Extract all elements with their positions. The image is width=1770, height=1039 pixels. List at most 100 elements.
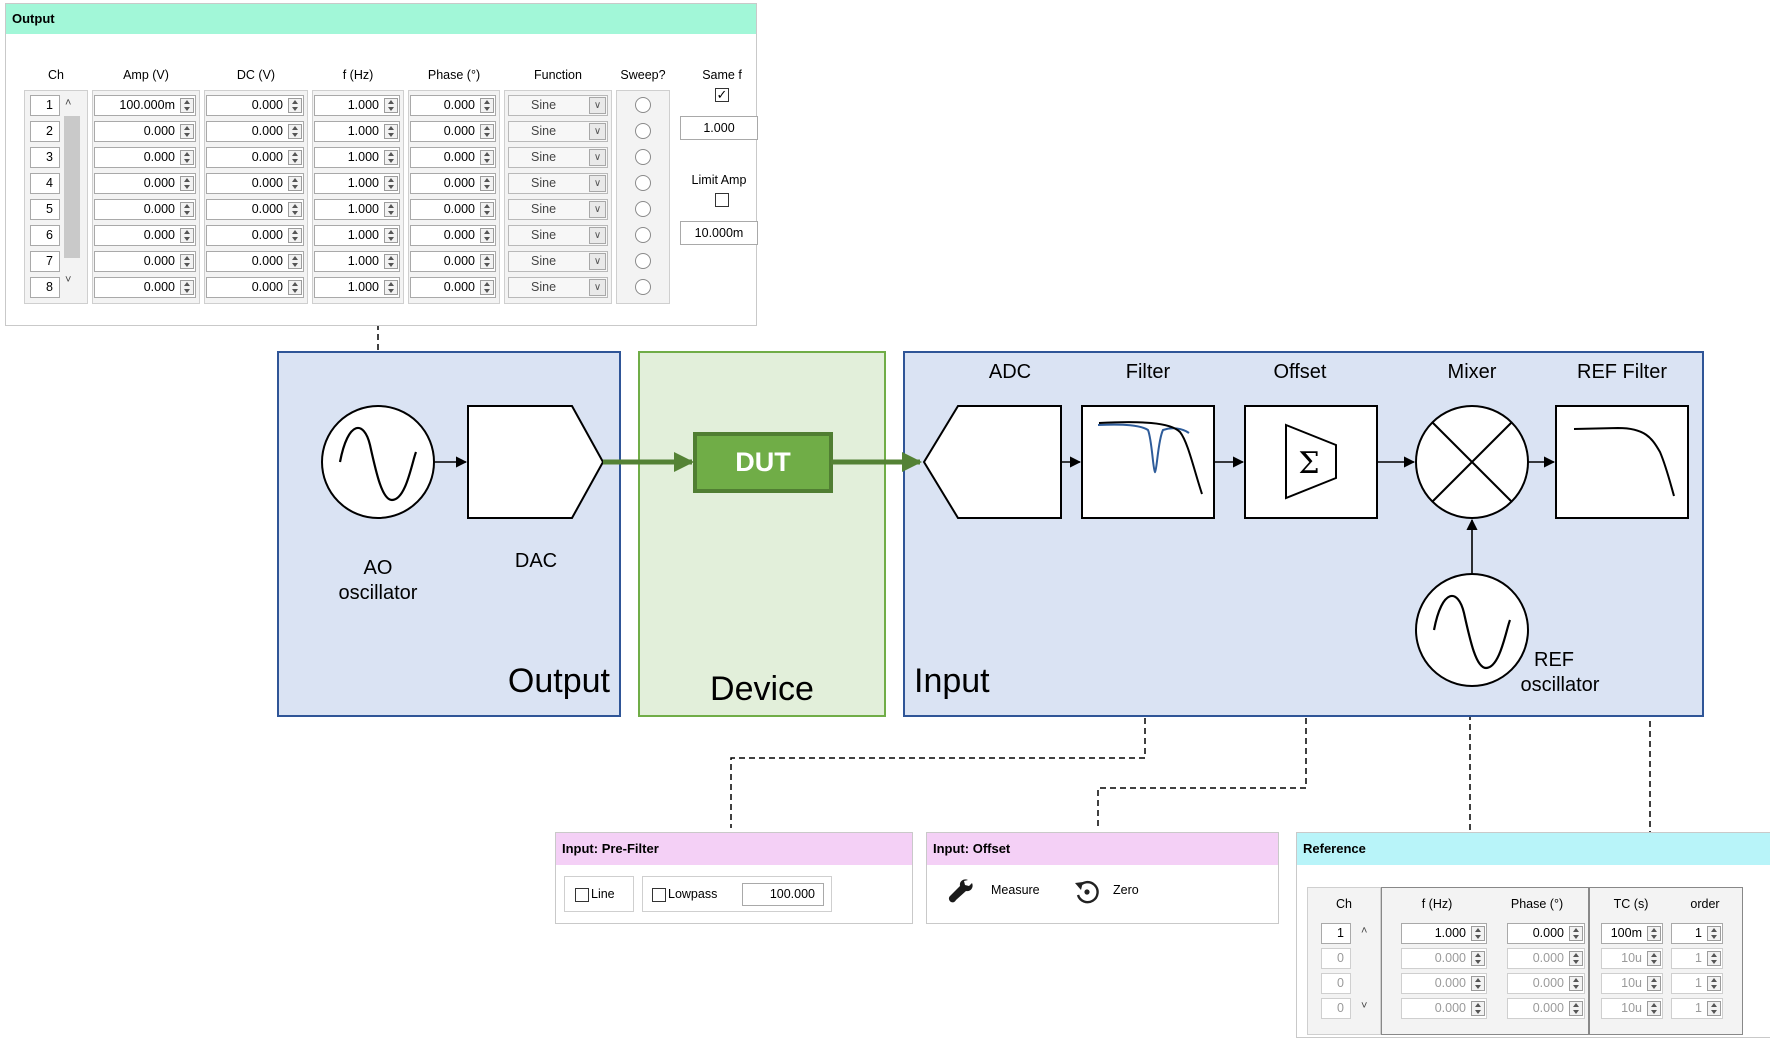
- sweep-radio[interactable]: [635, 123, 651, 139]
- line-checkbox[interactable]: [575, 888, 589, 902]
- spinner-icon[interactable]: [384, 254, 398, 269]
- spinner-icon[interactable]: [1707, 976, 1721, 991]
- function-select[interactable]: Sine∨: [508, 251, 608, 272]
- channel-field[interactable]: 3: [30, 147, 60, 168]
- function-select[interactable]: Sine∨: [508, 147, 608, 168]
- ref-f-field[interactable]: 0.000: [1401, 948, 1487, 969]
- ref-scroll-down-icon[interactable]: ˅: [1361, 1000, 1368, 1012]
- f-field[interactable]: 1.000: [314, 225, 400, 246]
- spinner-icon[interactable]: [1471, 926, 1485, 941]
- channel-field[interactable]: 5: [30, 199, 60, 220]
- spinner-icon[interactable]: [1647, 976, 1661, 991]
- spinner-icon[interactable]: [288, 202, 302, 217]
- spinner-icon[interactable]: [1647, 1001, 1661, 1016]
- sweep-radio[interactable]: [635, 227, 651, 243]
- amp-field[interactable]: 100.000m: [94, 95, 196, 116]
- spinner-icon[interactable]: [384, 98, 398, 113]
- amp-field[interactable]: 0.000: [94, 251, 196, 272]
- spinner-icon[interactable]: [480, 228, 494, 243]
- phase-field[interactable]: 0.000: [410, 121, 496, 142]
- spinner-icon[interactable]: [480, 202, 494, 217]
- f-field[interactable]: 1.000: [314, 147, 400, 168]
- scroll-up-icon[interactable]: ˄: [65, 97, 72, 109]
- ref-order-field[interactable]: 1: [1671, 973, 1723, 994]
- function-select[interactable]: Sine∨: [508, 121, 608, 142]
- spinner-icon[interactable]: [180, 176, 194, 191]
- chevron-down-icon[interactable]: ∨: [589, 149, 606, 166]
- ref-tc-field[interactable]: 10u: [1601, 998, 1663, 1019]
- function-select[interactable]: Sine∨: [508, 199, 608, 220]
- spinner-icon[interactable]: [288, 254, 302, 269]
- ref-tc-field[interactable]: 10u: [1601, 973, 1663, 994]
- amp-field[interactable]: 0.000: [94, 121, 196, 142]
- spinner-icon[interactable]: [1471, 976, 1485, 991]
- function-select[interactable]: Sine∨: [508, 173, 608, 194]
- spinner-icon[interactable]: [384, 228, 398, 243]
- spinner-icon[interactable]: [384, 150, 398, 165]
- amp-field[interactable]: 0.000: [94, 147, 196, 168]
- spinner-icon[interactable]: [1569, 926, 1583, 941]
- phase-field[interactable]: 0.000: [410, 277, 496, 298]
- spinner-icon[interactable]: [1569, 951, 1583, 966]
- amp-field[interactable]: 0.000: [94, 277, 196, 298]
- amp-field[interactable]: 0.000: [94, 199, 196, 220]
- channel-field[interactable]: 8: [30, 277, 60, 298]
- f-field[interactable]: 1.000: [314, 277, 400, 298]
- spinner-icon[interactable]: [1471, 1001, 1485, 1016]
- spinner-icon[interactable]: [1569, 976, 1583, 991]
- channel-field[interactable]: 4: [30, 173, 60, 194]
- spinner-icon[interactable]: [180, 124, 194, 139]
- chevron-down-icon[interactable]: ∨: [589, 253, 606, 270]
- dc-field[interactable]: 0.000: [206, 147, 304, 168]
- channel-field[interactable]: 2: [30, 121, 60, 142]
- phase-field[interactable]: 0.000: [410, 173, 496, 194]
- ref-phase-field[interactable]: 0.000: [1507, 948, 1585, 969]
- sweep-radio[interactable]: [635, 201, 651, 217]
- ref-f-field[interactable]: 0.000: [1401, 973, 1487, 994]
- ref-order-field[interactable]: 1: [1671, 923, 1723, 944]
- spinner-icon[interactable]: [384, 280, 398, 295]
- phase-field[interactable]: 0.000: [410, 147, 496, 168]
- phase-field[interactable]: 0.000: [410, 199, 496, 220]
- dc-field[interactable]: 0.000: [206, 251, 304, 272]
- sweep-radio[interactable]: [635, 253, 651, 269]
- ref-channel-field[interactable]: 0: [1321, 948, 1351, 969]
- channel-field[interactable]: 6: [30, 225, 60, 246]
- spinner-icon[interactable]: [288, 280, 302, 295]
- spinner-icon[interactable]: [1471, 951, 1485, 966]
- sweep-radio[interactable]: [635, 175, 651, 191]
- spinner-icon[interactable]: [384, 202, 398, 217]
- ref-tc-field[interactable]: 10u: [1601, 948, 1663, 969]
- chevron-down-icon[interactable]: ∨: [589, 123, 606, 140]
- channel-scrollbar[interactable]: [64, 116, 80, 258]
- chevron-down-icon[interactable]: ∨: [589, 175, 606, 192]
- dc-field[interactable]: 0.000: [206, 121, 304, 142]
- spinner-icon[interactable]: [480, 98, 494, 113]
- f-field[interactable]: 1.000: [314, 173, 400, 194]
- ref-channel-field[interactable]: 0: [1321, 998, 1351, 1019]
- lowpass-checkbox[interactable]: [652, 888, 666, 902]
- spinner-icon[interactable]: [480, 254, 494, 269]
- spinner-icon[interactable]: [180, 98, 194, 113]
- f-field[interactable]: 1.000: [314, 121, 400, 142]
- limit-amp-checkbox[interactable]: [715, 193, 729, 207]
- spinner-icon[interactable]: [180, 202, 194, 217]
- chevron-down-icon[interactable]: ∨: [589, 97, 606, 114]
- ref-channel-field[interactable]: 1: [1321, 923, 1351, 944]
- channel-field[interactable]: 1: [30, 95, 60, 116]
- ref-order-field[interactable]: 1: [1671, 948, 1723, 969]
- spinner-icon[interactable]: [480, 150, 494, 165]
- chevron-down-icon[interactable]: ∨: [589, 227, 606, 244]
- function-select[interactable]: Sine∨: [508, 225, 608, 246]
- phase-field[interactable]: 0.000: [410, 251, 496, 272]
- same-f-value-field[interactable]: 1.000: [680, 116, 758, 140]
- sweep-radio[interactable]: [635, 149, 651, 165]
- ref-f-field[interactable]: 0.000: [1401, 998, 1487, 1019]
- limit-amp-value-field[interactable]: 10.000m: [680, 221, 758, 245]
- spinner-icon[interactable]: [480, 280, 494, 295]
- f-field[interactable]: 1.000: [314, 199, 400, 220]
- sweep-radio[interactable]: [635, 97, 651, 113]
- ref-f-field[interactable]: 1.000: [1401, 923, 1487, 944]
- spinner-icon[interactable]: [180, 254, 194, 269]
- dc-field[interactable]: 0.000: [206, 199, 304, 220]
